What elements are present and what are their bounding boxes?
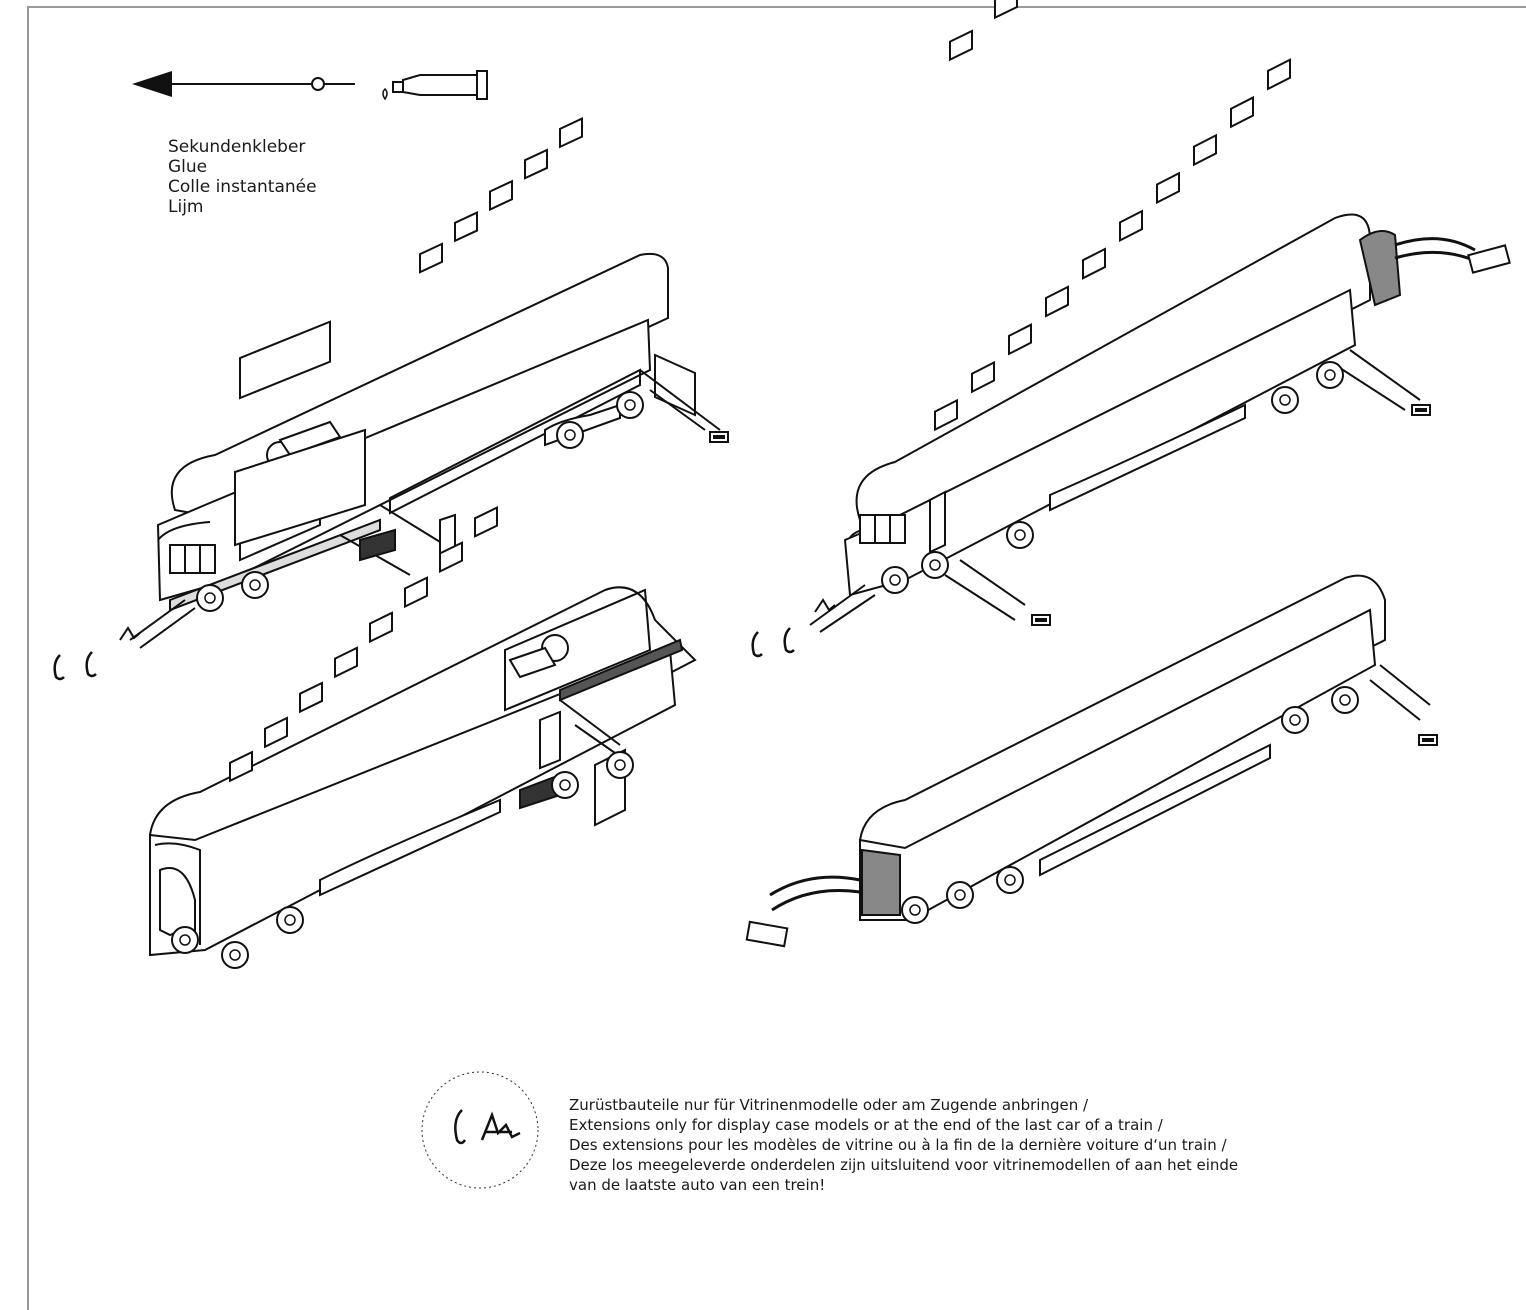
glue-label-nl: Lijm: [168, 197, 204, 217]
glue-tube-icon: [383, 71, 487, 99]
glue-label-en: Glue: [168, 157, 208, 177]
rail-car-front-right-drawing: [810, 0, 1510, 632]
glue-label-block: Sekundenkleber Glue Colle instantanée Li…: [168, 137, 317, 217]
rail-car-rear-right-drawing: [747, 60, 1430, 946]
glue-label-de: Sekundenkleber: [168, 137, 306, 157]
note-line-en: Extensions only for display case models …: [569, 1116, 1163, 1134]
rail-car-front-left-drawing: [130, 119, 720, 648]
note-line-fr: Des extensions pour les modèles de vitri…: [569, 1136, 1227, 1154]
buffer-hook-icon: [120, 628, 140, 640]
rail-car-rear-left-drawing: [150, 508, 695, 955]
display-parts-note: Zurüstbauteile nur für Vitrinenmodelle o…: [569, 1095, 1238, 1195]
note-line-nl-2: van de laatste auto van een trein!: [569, 1176, 826, 1194]
display-parts-callout: [422, 1072, 538, 1188]
buffer-hook-icon-2: [815, 600, 835, 612]
glue-label-fr: Colle instantanée: [168, 177, 317, 197]
glue-arrow-icon: [132, 71, 355, 97]
page-frame: [27, 6, 1526, 1310]
note-line-de: Zurüstbauteile nur für Vitrinenmodelle o…: [569, 1096, 1089, 1114]
note-line-nl-1: Deze los meegeleverde onderdelen zijn ui…: [569, 1156, 1239, 1174]
